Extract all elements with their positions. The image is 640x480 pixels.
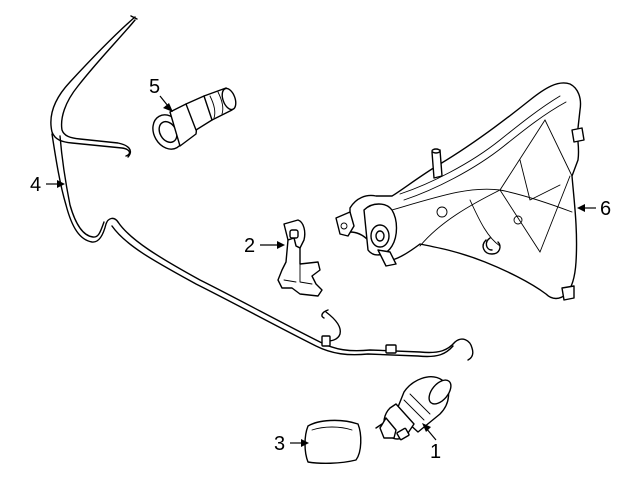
callout-label-2: 2 [244, 235, 255, 257]
callout-5: 5 [149, 76, 173, 112]
callout-1: 1 [422, 423, 441, 463]
pump-seal-part [304, 419, 362, 465]
callout-3: 3 [274, 433, 309, 455]
callout-label-4: 4 [30, 174, 41, 196]
callout-4: 4 [30, 174, 65, 196]
callout-2: 2 [244, 235, 285, 257]
callout-label-6: 6 [600, 198, 611, 220]
washer-reservoir-part [335, 82, 585, 301]
washer-pump-part [375, 376, 452, 441]
callout-label-1: 1 [430, 441, 441, 463]
mounting-bracket-part [277, 219, 323, 297]
washer-hose-part [50, 15, 474, 361]
callout-6: 6 [577, 198, 611, 220]
callout-label-3: 3 [274, 433, 285, 455]
callout-label-5: 5 [149, 76, 160, 98]
hose-connector-part [152, 87, 237, 150]
